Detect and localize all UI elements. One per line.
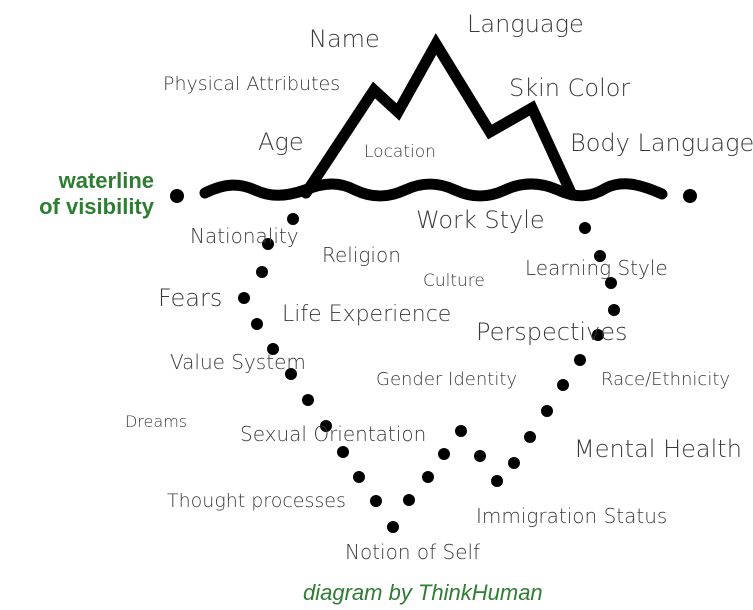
label-religion: Religion	[322, 243, 401, 267]
label-work-style: Work Style	[416, 206, 545, 234]
label-thought-processes: Thought processes	[167, 490, 346, 512]
waterline-wave	[199, 178, 668, 202]
label-location: Location	[364, 142, 436, 162]
label-dreams: Dreams	[125, 412, 188, 431]
label-notion-of-self: Notion of Self	[345, 540, 481, 564]
label-sexual-orientation: Sexual Orientation	[240, 422, 427, 446]
waterline-label-line1: waterline	[58, 168, 154, 193]
waterline-label-line2: of visibility	[39, 194, 154, 220]
label-race-ethnicity: Race/Ethnicity	[601, 369, 731, 390]
label-skin-color: Skin Color	[509, 74, 631, 102]
label-immigration-status: Immigration Status	[476, 504, 668, 528]
label-perspectives: Perspectives	[476, 318, 628, 346]
label-nationality: Nationality	[190, 224, 299, 248]
waterline-end-dot	[170, 189, 184, 203]
label-gender-identity: Gender Identity	[376, 369, 518, 390]
label-mental-health: Mental Health	[574, 435, 742, 463]
label-body-language: Body Language	[570, 129, 753, 157]
label-culture: Culture	[423, 271, 485, 291]
label-name: Name	[309, 25, 380, 53]
waterline-end-dot	[683, 189, 697, 203]
label-learning-style: Learning Style	[525, 256, 668, 280]
label-age: Age	[258, 128, 304, 156]
label-life-experience: Life Experience	[282, 302, 452, 327]
label-physical-attributes: Physical Attributes	[163, 73, 341, 95]
diagram-credit: diagram by ThinkHuman	[303, 580, 543, 605]
label-language: Language	[467, 10, 584, 38]
waterline-label: waterline of visibility	[2, 168, 154, 221]
label-fears: Fears	[158, 284, 223, 312]
submerged-outline-dots	[238, 213, 620, 533]
iceberg-peak-outline	[300, 33, 578, 201]
label-value-system: Value System	[170, 350, 306, 374]
